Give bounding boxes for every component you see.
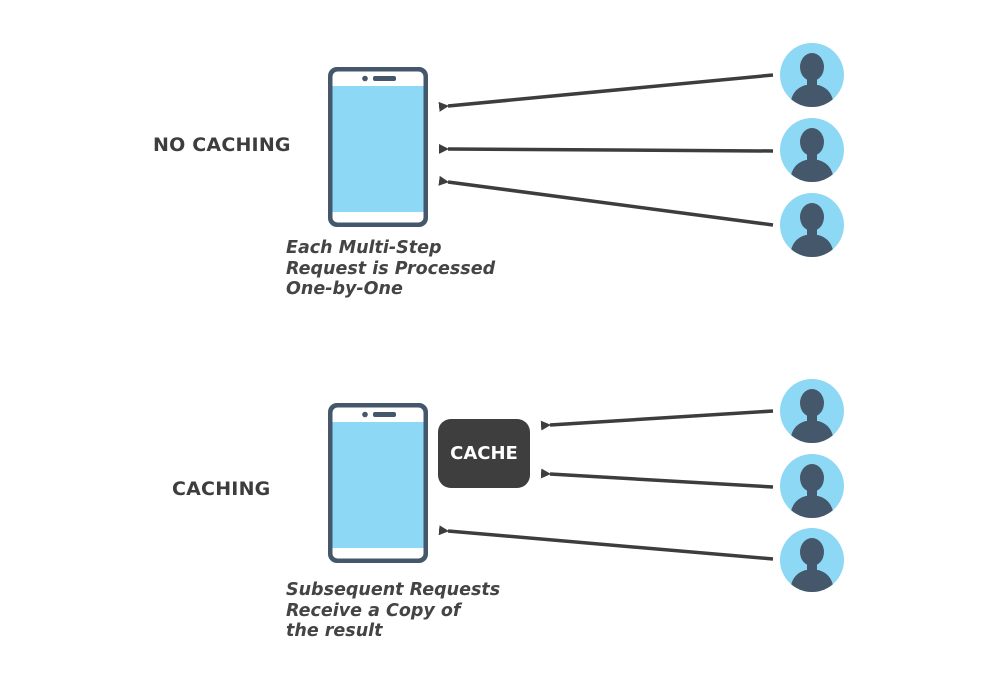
smartphone-icon: [328, 67, 428, 227]
cache-box: CACHE: [438, 419, 530, 488]
user-avatar-icon: [780, 118, 844, 184]
user-avatar-icon: [780, 379, 844, 445]
caption-line: Request is Processed: [286, 258, 496, 279]
caption-line: Each Multi-Step: [286, 238, 442, 258]
caching-caption: Subsequent Requests Receive a Copy of th…: [286, 580, 500, 642]
users-no-caching: [780, 43, 844, 259]
cache-label: CACHE: [450, 443, 518, 464]
no-caching-label: NO CACHING: [153, 134, 291, 156]
user-avatar-icon: [780, 193, 844, 259]
request-arrow: [438, 525, 774, 561]
request-arrow: [438, 175, 774, 227]
users-caching: [780, 379, 844, 594]
no-caching-caption: Each Multi-Step Request is Processed One…: [286, 238, 495, 300]
request-arrow: [540, 409, 774, 431]
caching-label: CACHING: [172, 478, 271, 500]
caption-line: the result: [286, 621, 383, 641]
caption-line: Subsequent Requests: [286, 580, 501, 600]
caption-line: Receive a Copy of: [286, 600, 461, 621]
server-no-caching: [328, 67, 428, 227]
request-arrow: [438, 143, 774, 154]
smartphone-icon: [328, 403, 428, 563]
user-avatar-icon: [780, 454, 844, 520]
user-avatar-icon: [780, 43, 844, 109]
server-caching: [328, 403, 428, 563]
requests-caching: [438, 409, 774, 561]
requests-no-caching: [438, 73, 774, 227]
request-arrow: [438, 73, 774, 112]
caption-line: One-by-One: [286, 279, 403, 299]
user-avatar-icon: [780, 528, 844, 594]
request-arrow: [540, 468, 774, 489]
